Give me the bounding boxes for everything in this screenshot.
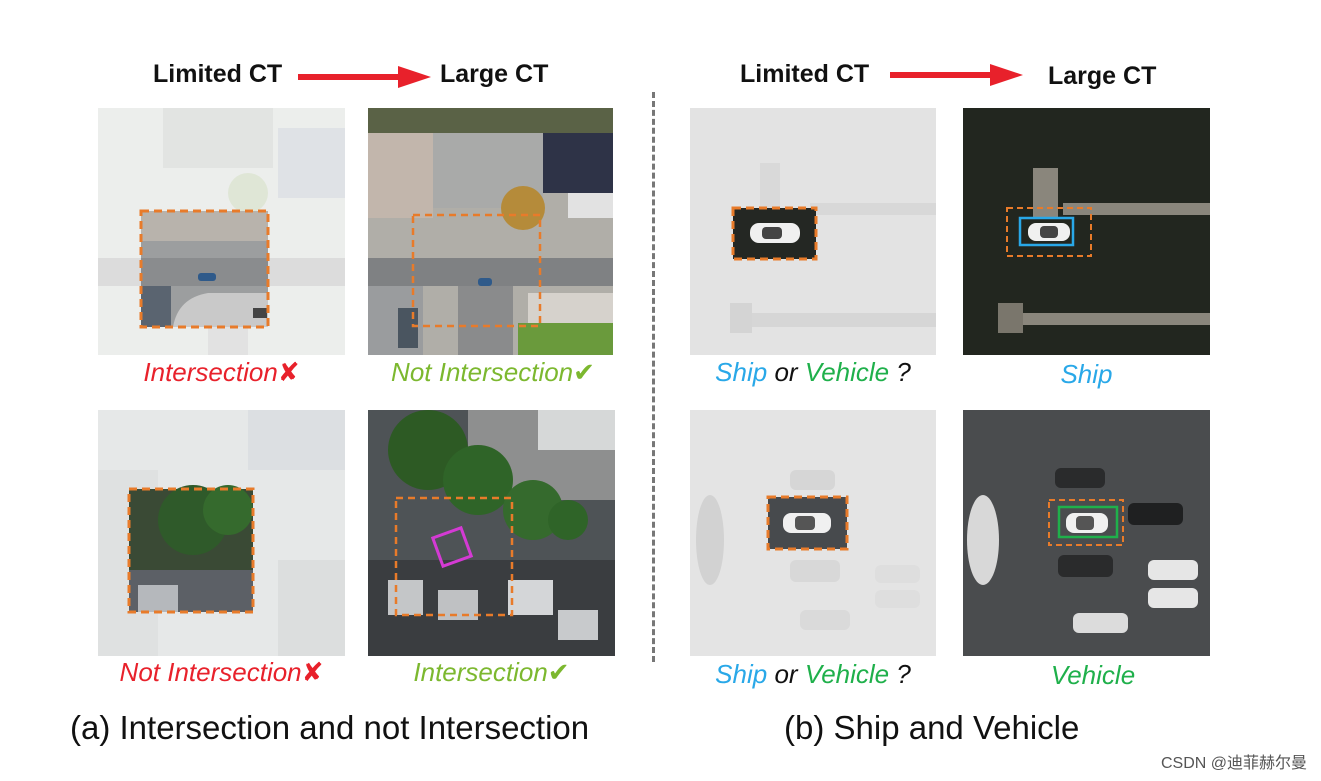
left-large-ct-header: Large CT (440, 60, 549, 88)
right-arrow (890, 64, 1023, 86)
right-limited-ct-header: Limited CT (740, 60, 870, 88)
tile-a1-limited (98, 108, 345, 355)
tile-a2-limited (98, 410, 345, 656)
caption-b: (b) Ship and Vehicle (784, 709, 1080, 746)
tile-a1-large (368, 108, 613, 355)
right-large-ct-header: Large CT (1048, 62, 1157, 90)
label-a2-limited-text: Not Intersection (119, 657, 302, 687)
cross-icon: ✘ (301, 657, 324, 687)
tile-b1-limited (690, 108, 936, 355)
label-a1-large-text: Not Intersection (391, 357, 574, 387)
tile-a2-large (368, 410, 615, 656)
panel-divider (652, 92, 655, 662)
label-question: ? (896, 357, 911, 387)
label-a1-limited-text: Intersection (143, 357, 278, 387)
label-a2-large: Intersection✔ (368, 657, 615, 688)
tile-b2-large (963, 410, 1210, 656)
check-icon: ✔ (573, 357, 595, 387)
label-b1-limited: Ship or Vehicle ? (690, 357, 936, 388)
check-icon: ✔ (547, 657, 570, 687)
tile-b2-limited (690, 410, 936, 656)
label-a1-limited: Intersection✘ (98, 357, 345, 388)
cross-icon: ✘ (277, 357, 300, 387)
label-vehicle: Vehicle (804, 357, 890, 387)
label-a1-large: Not Intersection✔ (362, 357, 624, 388)
label-b1-answer: Ship (1060, 359, 1113, 389)
label-question: ? (896, 659, 911, 689)
left-arrow (298, 66, 431, 88)
tile-b1-large (963, 108, 1210, 355)
label-vehicle: Vehicle (804, 659, 890, 689)
label-ship: Ship (715, 659, 768, 689)
label-a2-large-text: Intersection (413, 657, 548, 687)
label-b2-large: Vehicle (963, 660, 1223, 691)
label-b2-answer: Vehicle (1050, 660, 1136, 690)
caption-a: (a) Intersection and not Intersection (70, 709, 590, 746)
label-b2-limited: Ship or Vehicle ? (690, 659, 936, 690)
label-or: or (774, 659, 798, 689)
left-limited-ct-header: Limited CT (153, 60, 283, 88)
label-ship: Ship (715, 357, 768, 387)
label-b1-large: Ship (963, 359, 1210, 390)
label-or: or (774, 357, 798, 387)
watermark: CSDN @迪菲赫尔曼 (1160, 755, 1307, 772)
label-a2-limited: Not Intersection✘ (88, 657, 355, 688)
